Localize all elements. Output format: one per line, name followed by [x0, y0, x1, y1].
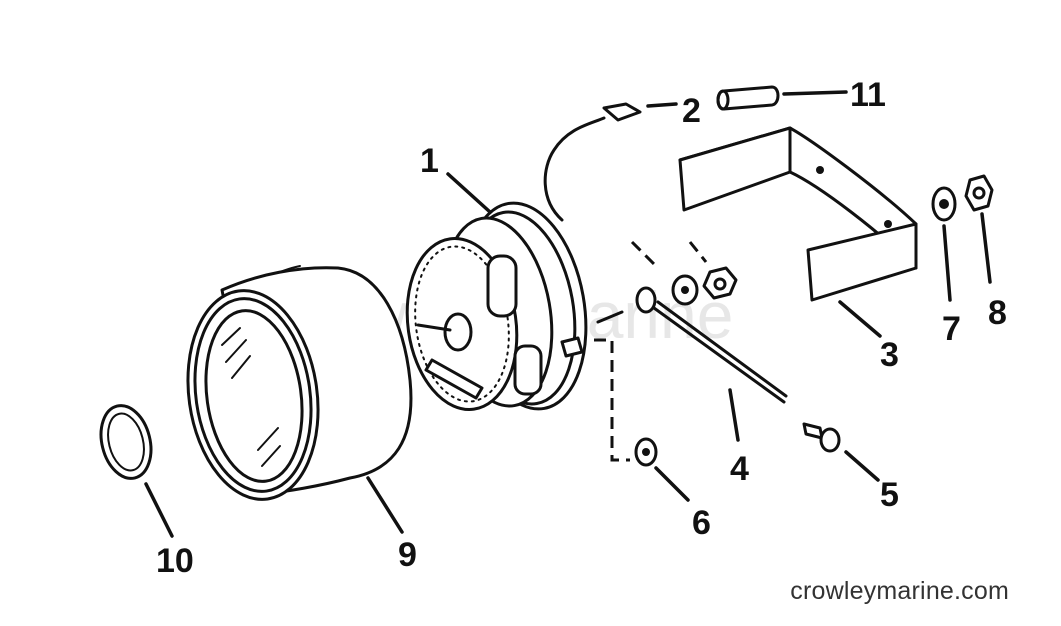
gauge-housing-part [186, 265, 413, 501]
sleeve-part [716, 85, 780, 111]
leader-lines [144, 90, 992, 538]
site-credit: crowleymarine.com [790, 577, 1009, 605]
gauge-mechanism-part [405, 102, 642, 411]
ground-lead-part [635, 286, 788, 404]
screw-part [802, 422, 841, 453]
callout-labels: 1 2 3 4 5 6 7 8 9 10 11 [156, 76, 1007, 580]
callout-1: 1 [420, 142, 439, 180]
callout-11: 11 [850, 76, 886, 114]
callout-4: 4 [730, 450, 749, 488]
callout-6: 6 [692, 504, 711, 542]
callout-7: 7 [942, 310, 961, 348]
o-ring-part [99, 404, 153, 480]
hex-nut-part [964, 174, 994, 212]
callout-3: 3 [880, 336, 899, 374]
callout-10: 10 [156, 542, 194, 580]
washer-part [931, 186, 957, 222]
mounting-bracket-part [678, 126, 918, 302]
callout-5: 5 [880, 476, 899, 514]
nut-part [594, 338, 658, 467]
callout-9: 9 [398, 536, 417, 574]
stud-hardware-part [630, 240, 738, 306]
callout-2: 2 [682, 92, 701, 130]
callout-8: 8 [988, 294, 1007, 332]
